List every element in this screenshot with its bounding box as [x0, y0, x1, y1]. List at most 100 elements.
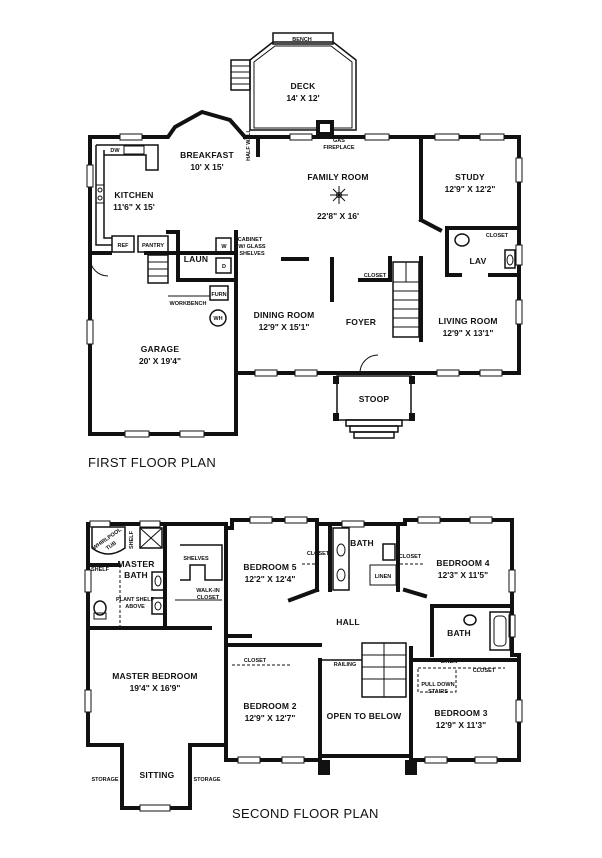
bath-top-fixtures	[332, 527, 397, 591]
walk-in-closet-shelves	[175, 544, 223, 601]
fireplace	[316, 120, 334, 138]
master-bath-label-2: BATH	[124, 570, 148, 580]
sitting-label: SITTING	[140, 770, 175, 780]
kitchen-dim: 11'6" X 15'	[113, 202, 155, 212]
ceiling-fan-icon	[330, 186, 348, 204]
kitchen-label: KITCHEN	[114, 190, 153, 200]
foyer-stairs	[392, 261, 420, 338]
pull-down-label-1: PULL DOWN	[421, 682, 454, 688]
first-floor-title: FIRST FLOOR PLAN	[88, 455, 216, 470]
first-floor-windows	[86, 133, 523, 438]
storage-left-label: STORAGE	[91, 777, 118, 783]
foyer-label: FOYER	[346, 317, 376, 327]
second-floor-labels: WHIRLPOOL TUB SHELF SHELF MASTER BATH PL…	[91, 527, 496, 821]
plant-shelf-label-1: PLANT SHELF	[116, 597, 155, 603]
bedroom2-label: BEDROOM 2	[243, 701, 296, 711]
first-floor-plan: BENCH DECK 14' X 12' BREAKFAST 10' X 15'…	[86, 32, 523, 470]
laun-label: LAUN	[184, 254, 208, 264]
closet-b2-label: CLOSET	[244, 658, 267, 664]
workbench-label: WORKBENCH	[170, 301, 207, 307]
living-room-label: LIVING ROOM	[438, 316, 497, 326]
plant-shelf-label-2: ABOVE	[125, 604, 145, 610]
railing-label: RAILING	[334, 662, 357, 668]
second-floor-walls	[86, 518, 521, 810]
hall-stairs	[320, 642, 407, 698]
whirlpool-label-2: TUB	[105, 540, 118, 551]
master-bath-fixtures	[91, 526, 165, 628]
pantry-label: PANTRY	[142, 243, 164, 249]
first-floor-labels: BENCH DECK 14' X 12' BREAKFAST 10' X 15'…	[88, 37, 509, 470]
cabinet-label-2: W/ GLASS	[238, 244, 266, 250]
bath-right-label: BATH	[447, 628, 471, 638]
dining-room-label: DINING ROOM	[254, 310, 315, 320]
cabinet-label-1: CABINET	[238, 237, 263, 243]
bedroom5-label: BEDROOM 5	[243, 562, 296, 572]
furn-label: FURN	[211, 292, 226, 298]
master-bath-label-1: MASTER	[117, 559, 154, 569]
second-floor-title: SECOND FLOOR PLAN	[232, 806, 379, 821]
bedroom3-label: BEDROOM 3	[434, 708, 487, 718]
shelf-label-2: SHELF	[91, 567, 110, 573]
closet-b3-label: CLOSET	[473, 668, 496, 674]
laundry-appliances	[168, 237, 232, 327]
ref-label: REF	[118, 243, 130, 249]
deck-dim: 14' X 12'	[286, 93, 319, 103]
first-floor-walls	[88, 109, 521, 436]
gas-label: GAS	[333, 138, 345, 144]
dw-label: DW	[110, 148, 120, 154]
master-bedroom-dim: 19'4" X 16'9"	[130, 683, 181, 693]
family-room-label: FAMILY ROOM	[307, 172, 368, 182]
shelf-label-1: SHELF	[129, 530, 135, 549]
open-below-label: OPEN TO BELOW	[327, 711, 402, 721]
dining-room-dim: 12'9" X 15'1"	[259, 322, 310, 332]
kitchen-counters	[95, 144, 169, 253]
pantry-box	[137, 235, 169, 253]
pull-down-label-2: STAIRS	[428, 689, 448, 695]
walk-in-label-1: WALK-IN	[196, 588, 220, 594]
stoop	[333, 354, 415, 439]
hall-label: HALL	[336, 617, 359, 627]
pull-down-stairs	[417, 667, 457, 693]
deck-label: DECK	[291, 81, 317, 91]
family-room-dim: 22'8" X 16'	[317, 211, 359, 221]
breakfast-dim: 10' X 15'	[190, 162, 223, 172]
bedroom2-dim: 12'9" X 12'7"	[245, 713, 296, 723]
walk-in-label-2: CLOSET	[197, 595, 220, 601]
foyer-closet-label: CLOSET	[364, 273, 387, 279]
bedroom4-dim: 12'3" X 11'5"	[438, 570, 488, 580]
lav-label: LAV	[470, 256, 487, 266]
garage-dim: 20' X 19'4"	[139, 356, 181, 366]
master-bedroom-label: MASTER BEDROOM	[112, 671, 197, 681]
living-room-dim: 12'9" X 13'1"	[443, 328, 494, 338]
ref-box	[111, 235, 135, 253]
cabinet-label-3: SHELVES	[239, 251, 265, 257]
lav-fixtures	[454, 233, 516, 269]
washer-label: W	[221, 244, 227, 250]
closet-b4-label: CLOSET	[399, 554, 422, 560]
study-dim: 12'9" X 12'2"	[445, 184, 496, 194]
linen-right-label: LINEN	[441, 659, 458, 665]
second-floor-plan: WHIRLPOOL TUB SHELF SHELF MASTER BATH PL…	[84, 516, 523, 821]
second-floor-windows	[84, 516, 523, 812]
wh-label: WH	[213, 316, 222, 322]
bedroom3-dim: 12'9" X 11'3"	[436, 720, 486, 730]
study-label: STUDY	[455, 172, 485, 182]
garage-label: GARAGE	[141, 344, 180, 354]
study-closet-label: CLOSET	[486, 233, 509, 239]
stoop-label: STOOP	[359, 394, 390, 404]
deck	[230, 32, 357, 131]
bath-right-fixtures	[463, 611, 511, 651]
shelves-label: SHELVES	[183, 556, 209, 562]
bedroom5-dim: 12'2" X 12'4"	[245, 574, 296, 584]
storage-right-label: STORAGE	[193, 777, 220, 783]
closet-b5-label: CLOSET	[307, 551, 330, 557]
half-wall-label: HALF WALL	[246, 128, 252, 160]
deck-stairs	[230, 59, 251, 91]
breakfast-label: BREAKFAST	[180, 150, 234, 160]
second-floor-closets	[232, 563, 505, 669]
bath-top-label: BATH	[350, 538, 374, 548]
bench-label: BENCH	[292, 37, 312, 43]
garage-stairs	[147, 254, 169, 284]
fireplace-label: FIREPLACE	[323, 145, 355, 151]
